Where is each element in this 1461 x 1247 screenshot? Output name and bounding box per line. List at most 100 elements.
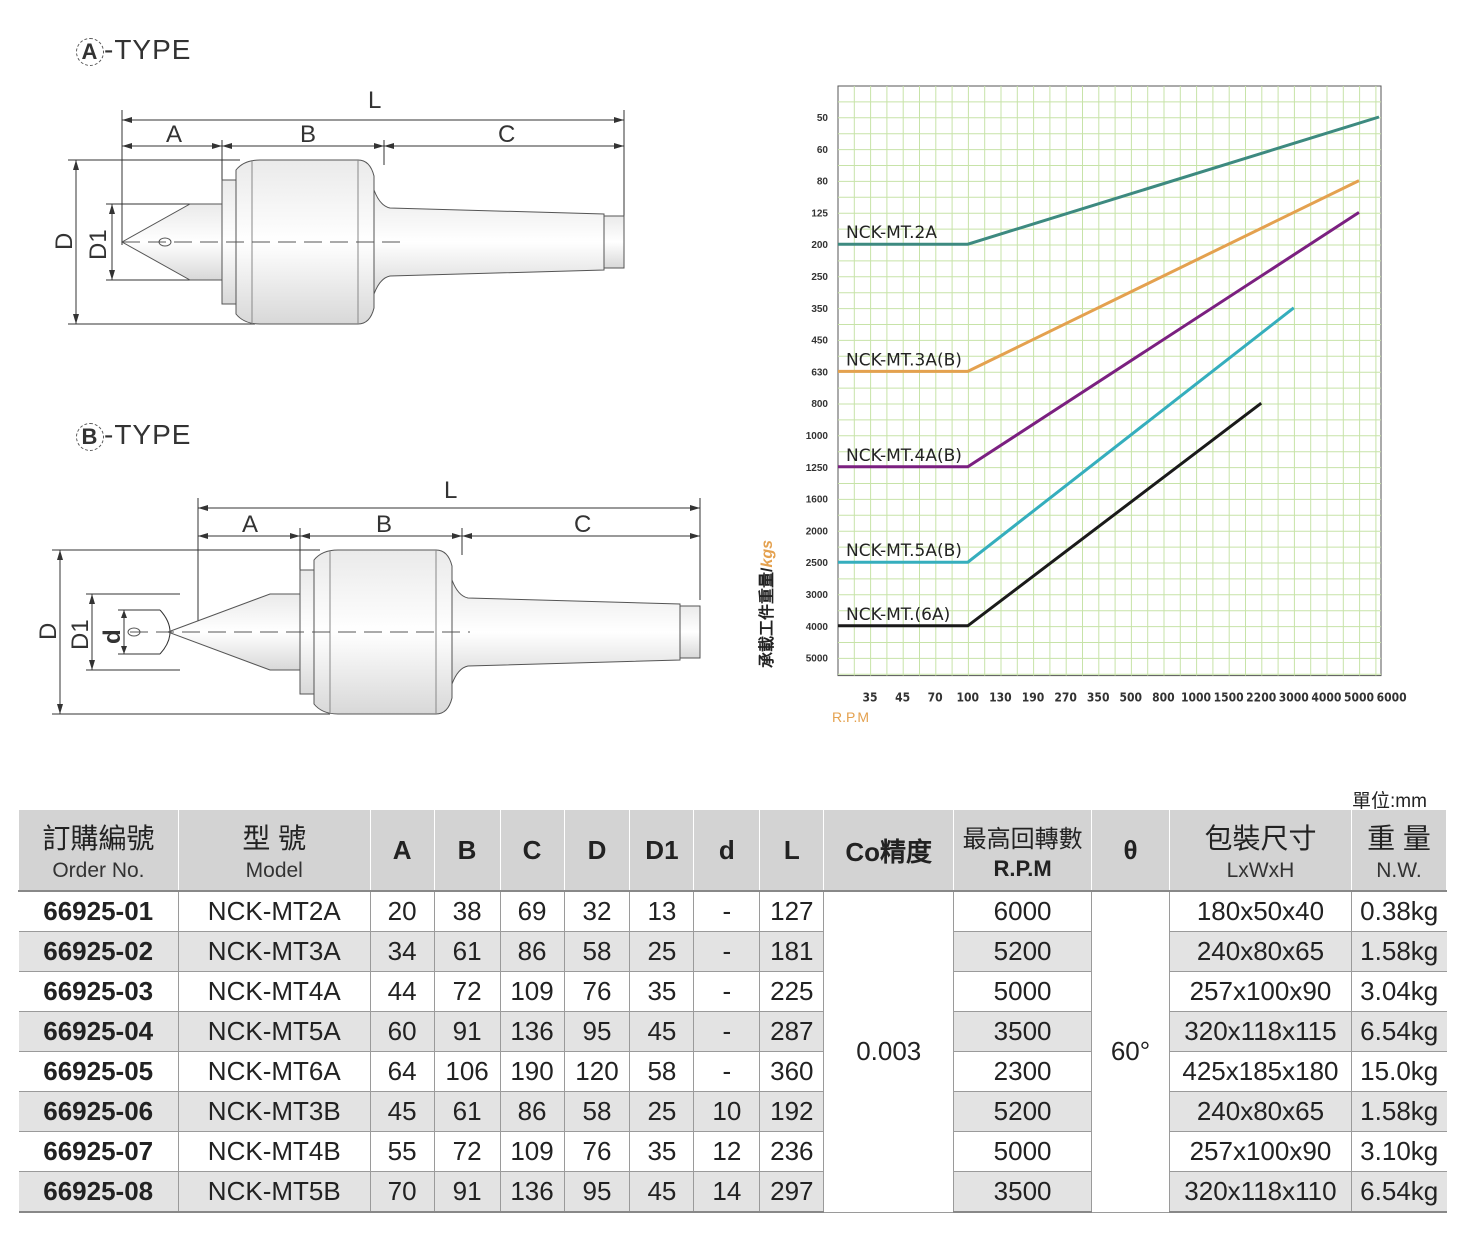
cell-l: 225 [759,971,824,1012]
cell-pack: 257x100x90 [1168,1131,1352,1172]
cell-nw: 0.38kg [1350,890,1447,932]
a-type-suffix: -TYPE [104,34,192,65]
x-tick-label: 100 [957,691,980,705]
y-tick-label: 1600 [806,495,829,506]
cell-a: 45 [369,1091,435,1132]
y-tick-label: 5000 [806,654,829,665]
cell-b: 91 [433,1171,501,1213]
cell-c: 109 [499,1131,564,1172]
cell-model: NCK-MT4A [177,971,371,1012]
a-type-circle: A [76,38,104,66]
cell-d: - [693,1011,760,1052]
cell-b: 106 [433,1051,501,1092]
chart-series: NCK-MT.2ANCK-MT.3A(B)NCK-MT.4A(B)NCK-MT.… [838,115,1380,628]
cell-d1: 58 [629,1051,694,1092]
b-type-drawing: L A B C D D1 d [35,477,701,715]
cell-nw: 1.58kg [1350,1091,1447,1132]
cell-order: 66925-02 [18,931,179,972]
series-line [838,179,1360,373]
cell-d: 58 [563,1091,630,1132]
cell-a: 44 [369,971,435,1012]
y-tick-label: 1250 [806,463,829,474]
series-line [838,211,1360,469]
chart-y-ticks: 5060801252002503504506308001000125016002… [806,113,829,665]
cell-co-precision: 0.003 [823,890,954,1213]
b-dim-d-small: d [99,629,126,644]
y-tick-label: 60 [817,145,829,156]
cell-nw: 3.10kg [1350,1131,1447,1172]
a-dim-a: A [166,121,182,148]
cell-model: NCK-MT6A [177,1051,371,1092]
cell-model: NCK-MT5A [177,1011,371,1052]
cell-pack: 180x50x40 [1168,890,1352,932]
y-tick-label: 1000 [806,431,829,442]
x-tick-label: 500 [1120,691,1143,705]
th-a: A [369,810,435,891]
b-type-circle: B [76,423,104,451]
chart-x-label: R.P.M [832,709,869,725]
cell-d: - [693,890,760,932]
cell-nw: 6.54kg [1350,1011,1447,1052]
cell-d: - [693,931,760,972]
cell-c: 190 [499,1051,564,1092]
cell-rpm: 5000 [953,1131,1092,1172]
b-type-label: B-TYPE [76,419,191,451]
b-dim-d1: D1 [67,619,94,650]
cell-d1: 25 [629,931,694,972]
cell-d: 76 [563,971,630,1012]
cell-c: 109 [499,971,564,1012]
cell-l: 297 [759,1171,824,1213]
y-tick-label: 80 [817,177,829,188]
cell-rpm: 2300 [953,1051,1092,1092]
cell-order: 66925-05 [18,1051,179,1092]
x-tick-label: 6000 [1377,691,1407,705]
a-dim-b: B [300,121,316,148]
y-tick-label: 3000 [806,590,829,601]
cell-model: NCK-MT5B [177,1171,371,1213]
y-tick-label: 200 [811,240,828,251]
cell-d1: 45 [629,1011,694,1052]
x-tick-label: 350 [1087,691,1110,705]
cell-d1: 35 [629,1131,694,1172]
a-type-drawing: L A B C D D1 [51,87,625,325]
x-tick-label: 800 [1152,691,1175,705]
b-dim-a: A [242,511,258,538]
cell-a: 64 [369,1051,435,1092]
cell-d: 76 [563,1131,630,1172]
th-theta: θ [1091,810,1170,891]
cell-a: 34 [369,931,435,972]
cell-d: 120 [563,1051,630,1092]
cell-order: 66925-03 [18,971,179,1012]
th-c: C [499,810,565,891]
cell-nw: 6.54kg [1350,1171,1447,1213]
cell-order: 66925-08 [18,1171,179,1213]
cell-rpm: 3500 [953,1171,1092,1213]
cell-l: 181 [759,931,824,972]
cell-d1: 25 [629,1091,694,1132]
series-line [838,115,1380,246]
x-tick-label: 1000 [1181,691,1211,705]
cell-a: 60 [369,1011,435,1052]
y-tick-label: 450 [811,336,828,347]
a-dim-d: D [51,233,78,250]
cell-rpm: 5000 [953,971,1092,1012]
y-tick-label: 50 [817,113,829,124]
cell-nw: 3.04kg [1350,971,1447,1012]
y-tick-label: 4000 [806,622,829,633]
cell-order: 66925-04 [18,1011,179,1052]
cell-l: 192 [759,1091,824,1132]
th-b: B [433,810,501,891]
cell-b: 72 [433,971,501,1012]
chart-plot-area [837,85,1382,677]
th-d-small: d [693,810,761,891]
x-tick-label: 4000 [1311,691,1341,705]
y-tick-label: 350 [811,304,828,315]
